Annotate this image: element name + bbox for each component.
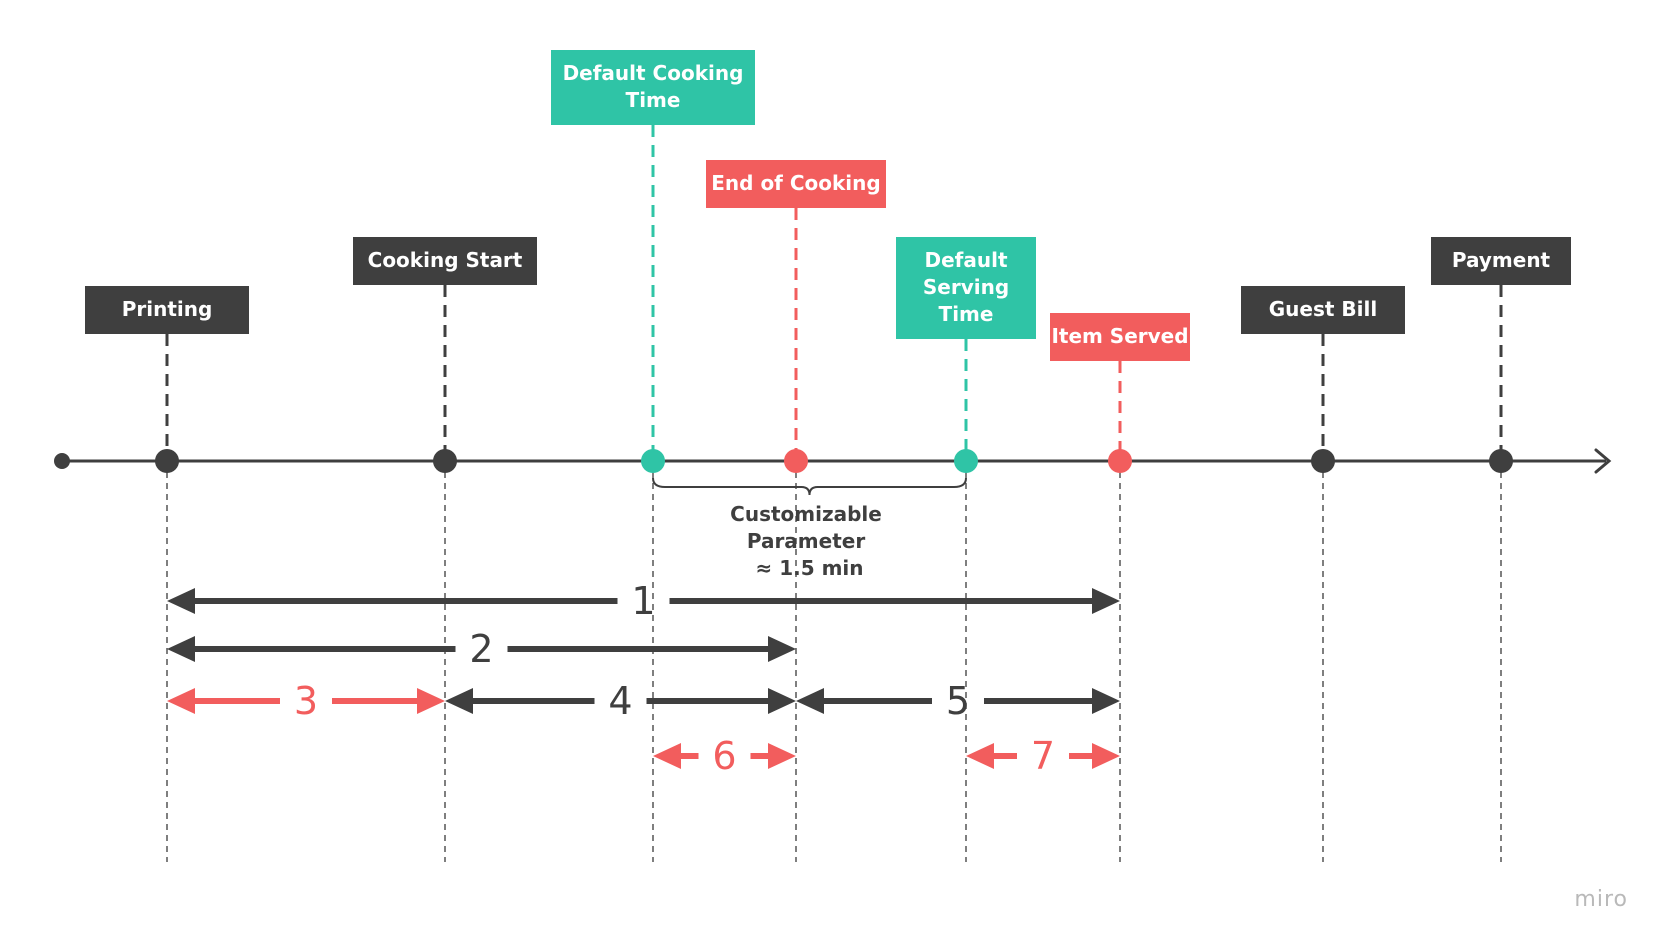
marker-dots [155, 449, 1513, 473]
interval-5: 5 [796, 679, 1120, 723]
dot-default-cooking-time [641, 449, 665, 473]
marker-text-cooking-start: Cooking Start [368, 248, 523, 272]
interval-label-4: 4 [608, 679, 632, 723]
interval-4: 4 [445, 679, 796, 723]
customizable-parameter-brace: Customizable Parameter ≈ 1.5 min [652, 477, 967, 580]
marker-label-guest-bill: Guest Bill [1241, 286, 1405, 334]
miro-watermark: miro [1574, 887, 1628, 912]
arrow-right-icon [768, 636, 796, 662]
marker-box-default-serving-time [896, 237, 1036, 339]
dot-cooking-start [433, 449, 457, 473]
marker-box-payment [1431, 237, 1571, 285]
marker-box-cooking-start [353, 237, 537, 285]
brace-note-line-3: ≈ 1.5 min [755, 556, 863, 580]
marker-text-guest-bill: Guest Bill [1269, 297, 1377, 321]
timeline-axis [54, 448, 1612, 474]
arrow-right-icon [1092, 688, 1120, 714]
marker-label-printing: Printing [85, 286, 249, 334]
dot-printing [155, 449, 179, 473]
interval-7: 7 [966, 734, 1120, 778]
interval-label-2: 2 [469, 627, 493, 671]
dot-default-serving-time [954, 449, 978, 473]
arrow-left-icon [167, 588, 195, 614]
arrow-left-icon [167, 688, 195, 714]
interval-label-7: 7 [1031, 734, 1055, 778]
arrow-right-icon [417, 688, 445, 714]
guide-lines [166, 461, 1502, 862]
marker-text-default-cooking-time: Time [626, 88, 681, 112]
marker-text-default-cooking-time: Default Cooking [563, 61, 744, 85]
arrow-left-icon [167, 636, 195, 662]
arrow-right-icon [768, 688, 796, 714]
interval-label-3: 3 [294, 679, 318, 723]
marker-box-guest-bill [1241, 286, 1405, 334]
brace-note: Customizable Parameter ≈ 1.5 min [730, 502, 889, 580]
brace-note-line-2: Parameter [747, 529, 866, 553]
marker-label-cooking-start: Cooking Start [353, 237, 537, 285]
arrow-right-icon [1092, 588, 1120, 614]
marker-text-item-served: Item Served [1051, 324, 1188, 348]
interval-label-5: 5 [946, 679, 970, 723]
dot-payment [1489, 449, 1513, 473]
marker-labels: Printing Cooking Start Default CookingTime… [85, 50, 1571, 361]
dot-guest-bill [1311, 449, 1335, 473]
axis-start-dot [54, 453, 70, 469]
interval-arrows: 1 2 3 4 5 6 7 [167, 579, 1120, 778]
marker-text-default-serving-time: Default [924, 248, 1007, 272]
brace-note-line-1: Customizable [730, 502, 882, 526]
marker-box-item-served [1050, 313, 1190, 361]
arrow-left-icon [653, 743, 681, 769]
marker-label-end-of-cooking: End of Cooking [706, 160, 886, 208]
marker-box-printing [85, 286, 249, 334]
marker-stems [165, 125, 1503, 461]
arrow-left-icon [796, 688, 824, 714]
marker-text-printing: Printing [122, 297, 213, 321]
marker-text-default-serving-time: Time [939, 302, 994, 326]
marker-label-item-served: Item Served [1050, 313, 1190, 361]
arrow-left-icon [445, 688, 473, 714]
dot-end-of-cooking [784, 449, 808, 473]
interval-label-6: 6 [712, 734, 736, 778]
interval-2: 2 [167, 627, 796, 671]
marker-box-end-of-cooking [706, 160, 886, 208]
arrow-right-icon [1092, 743, 1120, 769]
interval-label-1: 1 [631, 579, 655, 623]
axis-arrow-icon [1594, 448, 1612, 474]
brace-shape [652, 477, 967, 496]
marker-box-default-cooking-time [551, 50, 755, 125]
interval-6: 6 [653, 734, 796, 778]
arrow-right-icon [768, 743, 796, 769]
interval-3: 3 [167, 679, 445, 723]
interval-1: 1 [167, 579, 1120, 623]
marker-label-payment: Payment [1431, 237, 1571, 285]
marker-text-default-serving-time: Serving [923, 275, 1009, 299]
marker-text-end-of-cooking: End of Cooking [711, 171, 880, 195]
marker-text-payment: Payment [1452, 248, 1551, 272]
dot-item-served [1108, 449, 1132, 473]
arrow-left-icon [966, 743, 994, 769]
